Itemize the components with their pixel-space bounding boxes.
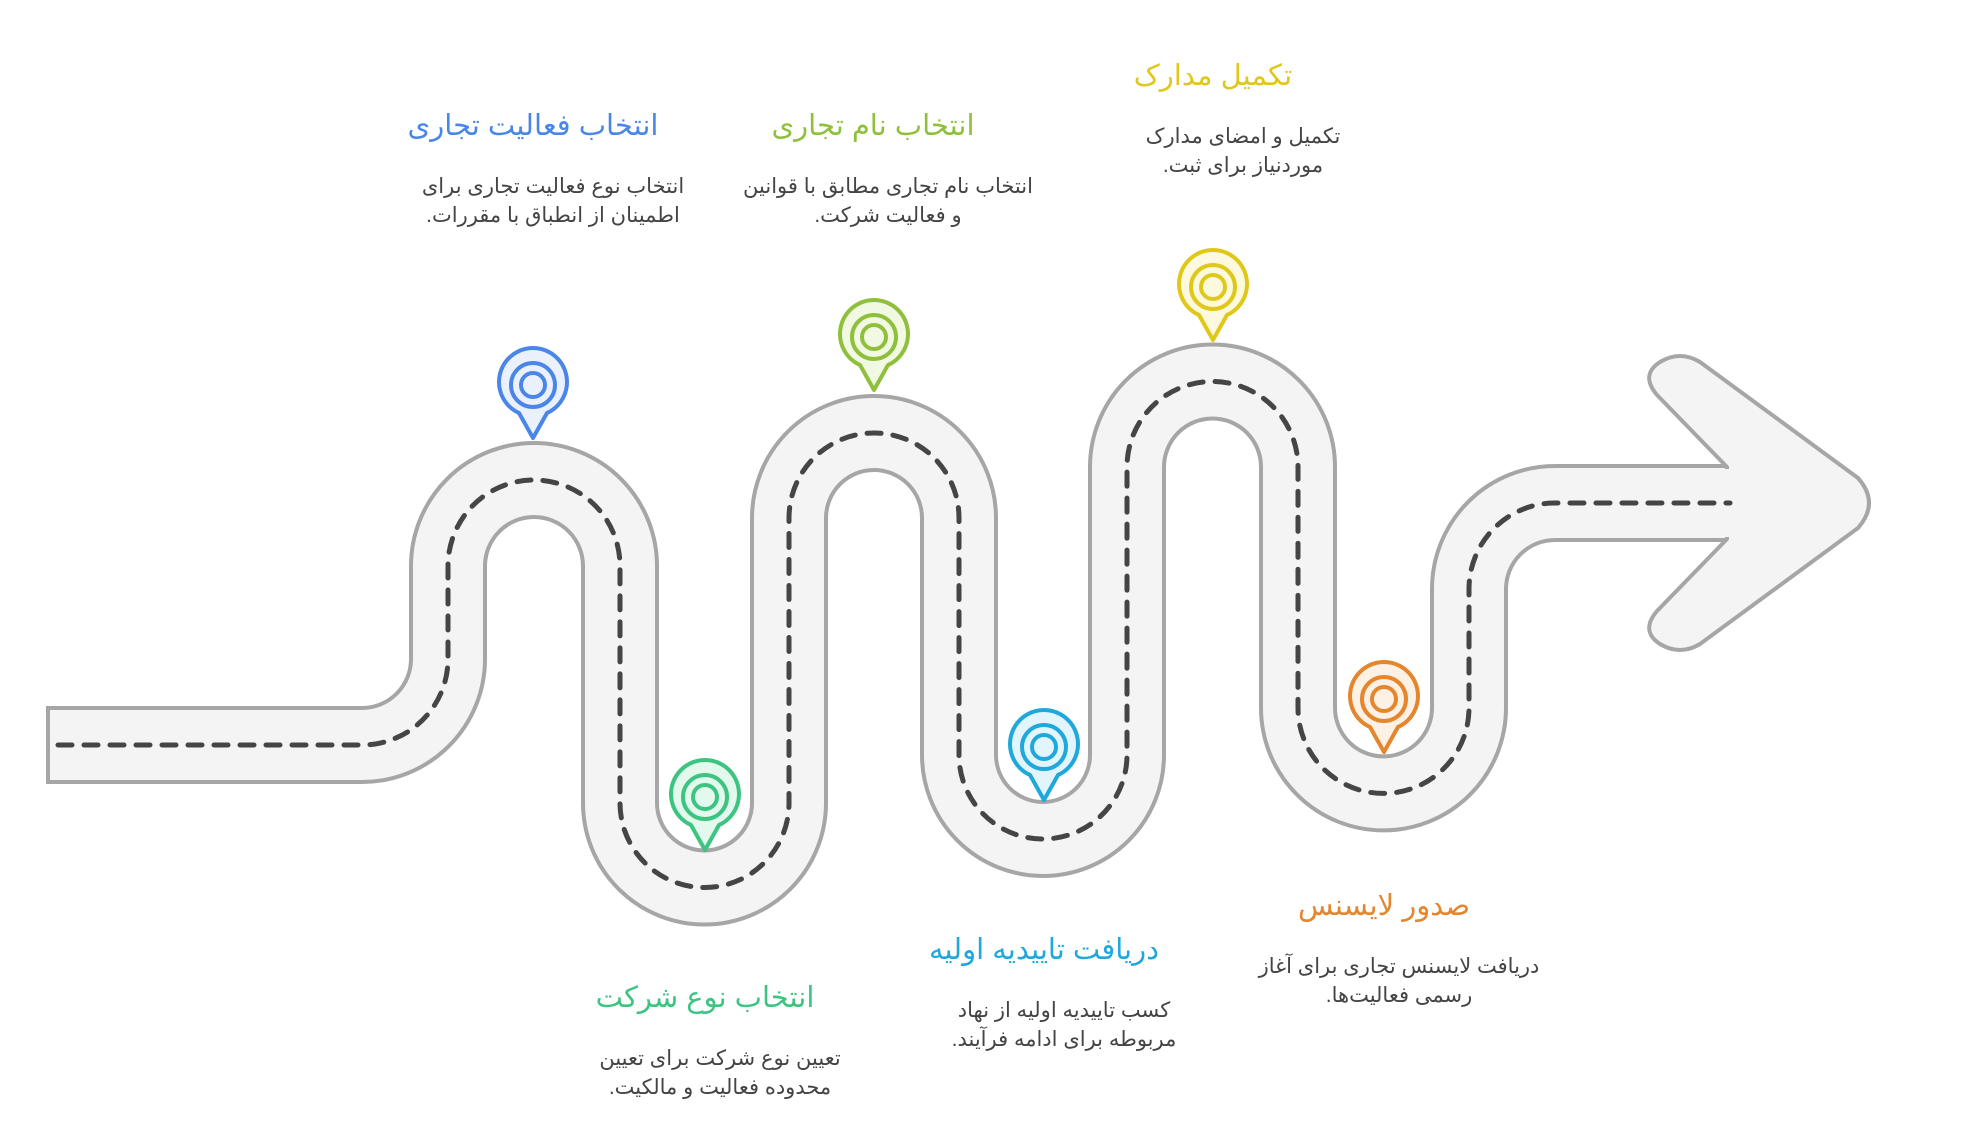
step-1-title: انتخاب فعالیت تجاری	[407, 110, 659, 142]
road-path	[48, 342, 1730, 927]
step-4-label: دریافت تاییدیه اولیه کسب تاییدیه اولیه ا…	[884, 932, 1204, 1054]
lane-dashed-line	[55, 379, 1733, 890]
step-1-description: انتخاب نوع فعالیت تجاری برای اطمینان از …	[421, 175, 685, 227]
step-5-title: تکمیل مدارک	[1133, 60, 1293, 92]
step-4-description: کسب تاییدیه اولیه از نهاد مربوطه برای اد…	[951, 999, 1177, 1051]
road-start-cap	[46, 706, 50, 784]
step-4-title: دریافت تاییدیه اولیه	[928, 934, 1160, 966]
step-6-title: صدور لایسنس	[1297, 890, 1471, 922]
step-1-map-pin-icon	[497, 346, 569, 440]
step-2-title: انتخاب نوع شرکت	[595, 982, 815, 1014]
step-6-map-pin-icon	[1348, 660, 1420, 754]
step-3-map-pin-icon	[838, 298, 910, 392]
step-4-map-pin-icon	[1008, 708, 1080, 802]
step-5-label: تکمیل مدارک تکمیل و امضای مدارک موردنیاز…	[1053, 58, 1373, 180]
road-arrow-head	[1647, 354, 1871, 652]
step-3-title: انتخاب نام تجاری	[771, 110, 975, 142]
step-2-label: انتخاب نوع شرکت تعیین نوع شرکت برای تعیی…	[545, 980, 865, 1102]
step-2-description: تعیین نوع شرکت برای تعیین محدوده فعالیت …	[599, 1047, 841, 1099]
step-6-label: صدور لایسنس دریافت لایسنس تجاری برای آغا…	[1224, 888, 1544, 1010]
step-3-description: انتخاب نام تجاری مطابق با قوانین و فعالی…	[743, 175, 1033, 227]
step-3-label: انتخاب نام تجاری انتخاب نام تجاری مطابق …	[713, 108, 1033, 230]
step-5-description: تکمیل و امضای مدارک موردنیاز برای ثبت.	[1145, 125, 1341, 177]
step-1-label: انتخاب فعالیت تجاری انتخاب نوع فعالیت تج…	[373, 108, 693, 230]
step-6-description: دریافت لایسنس تجاری برای آغاز رسمی فعالی…	[1258, 955, 1540, 1007]
step-2-map-pin-icon	[669, 758, 741, 852]
step-5-map-pin-icon	[1177, 248, 1249, 342]
